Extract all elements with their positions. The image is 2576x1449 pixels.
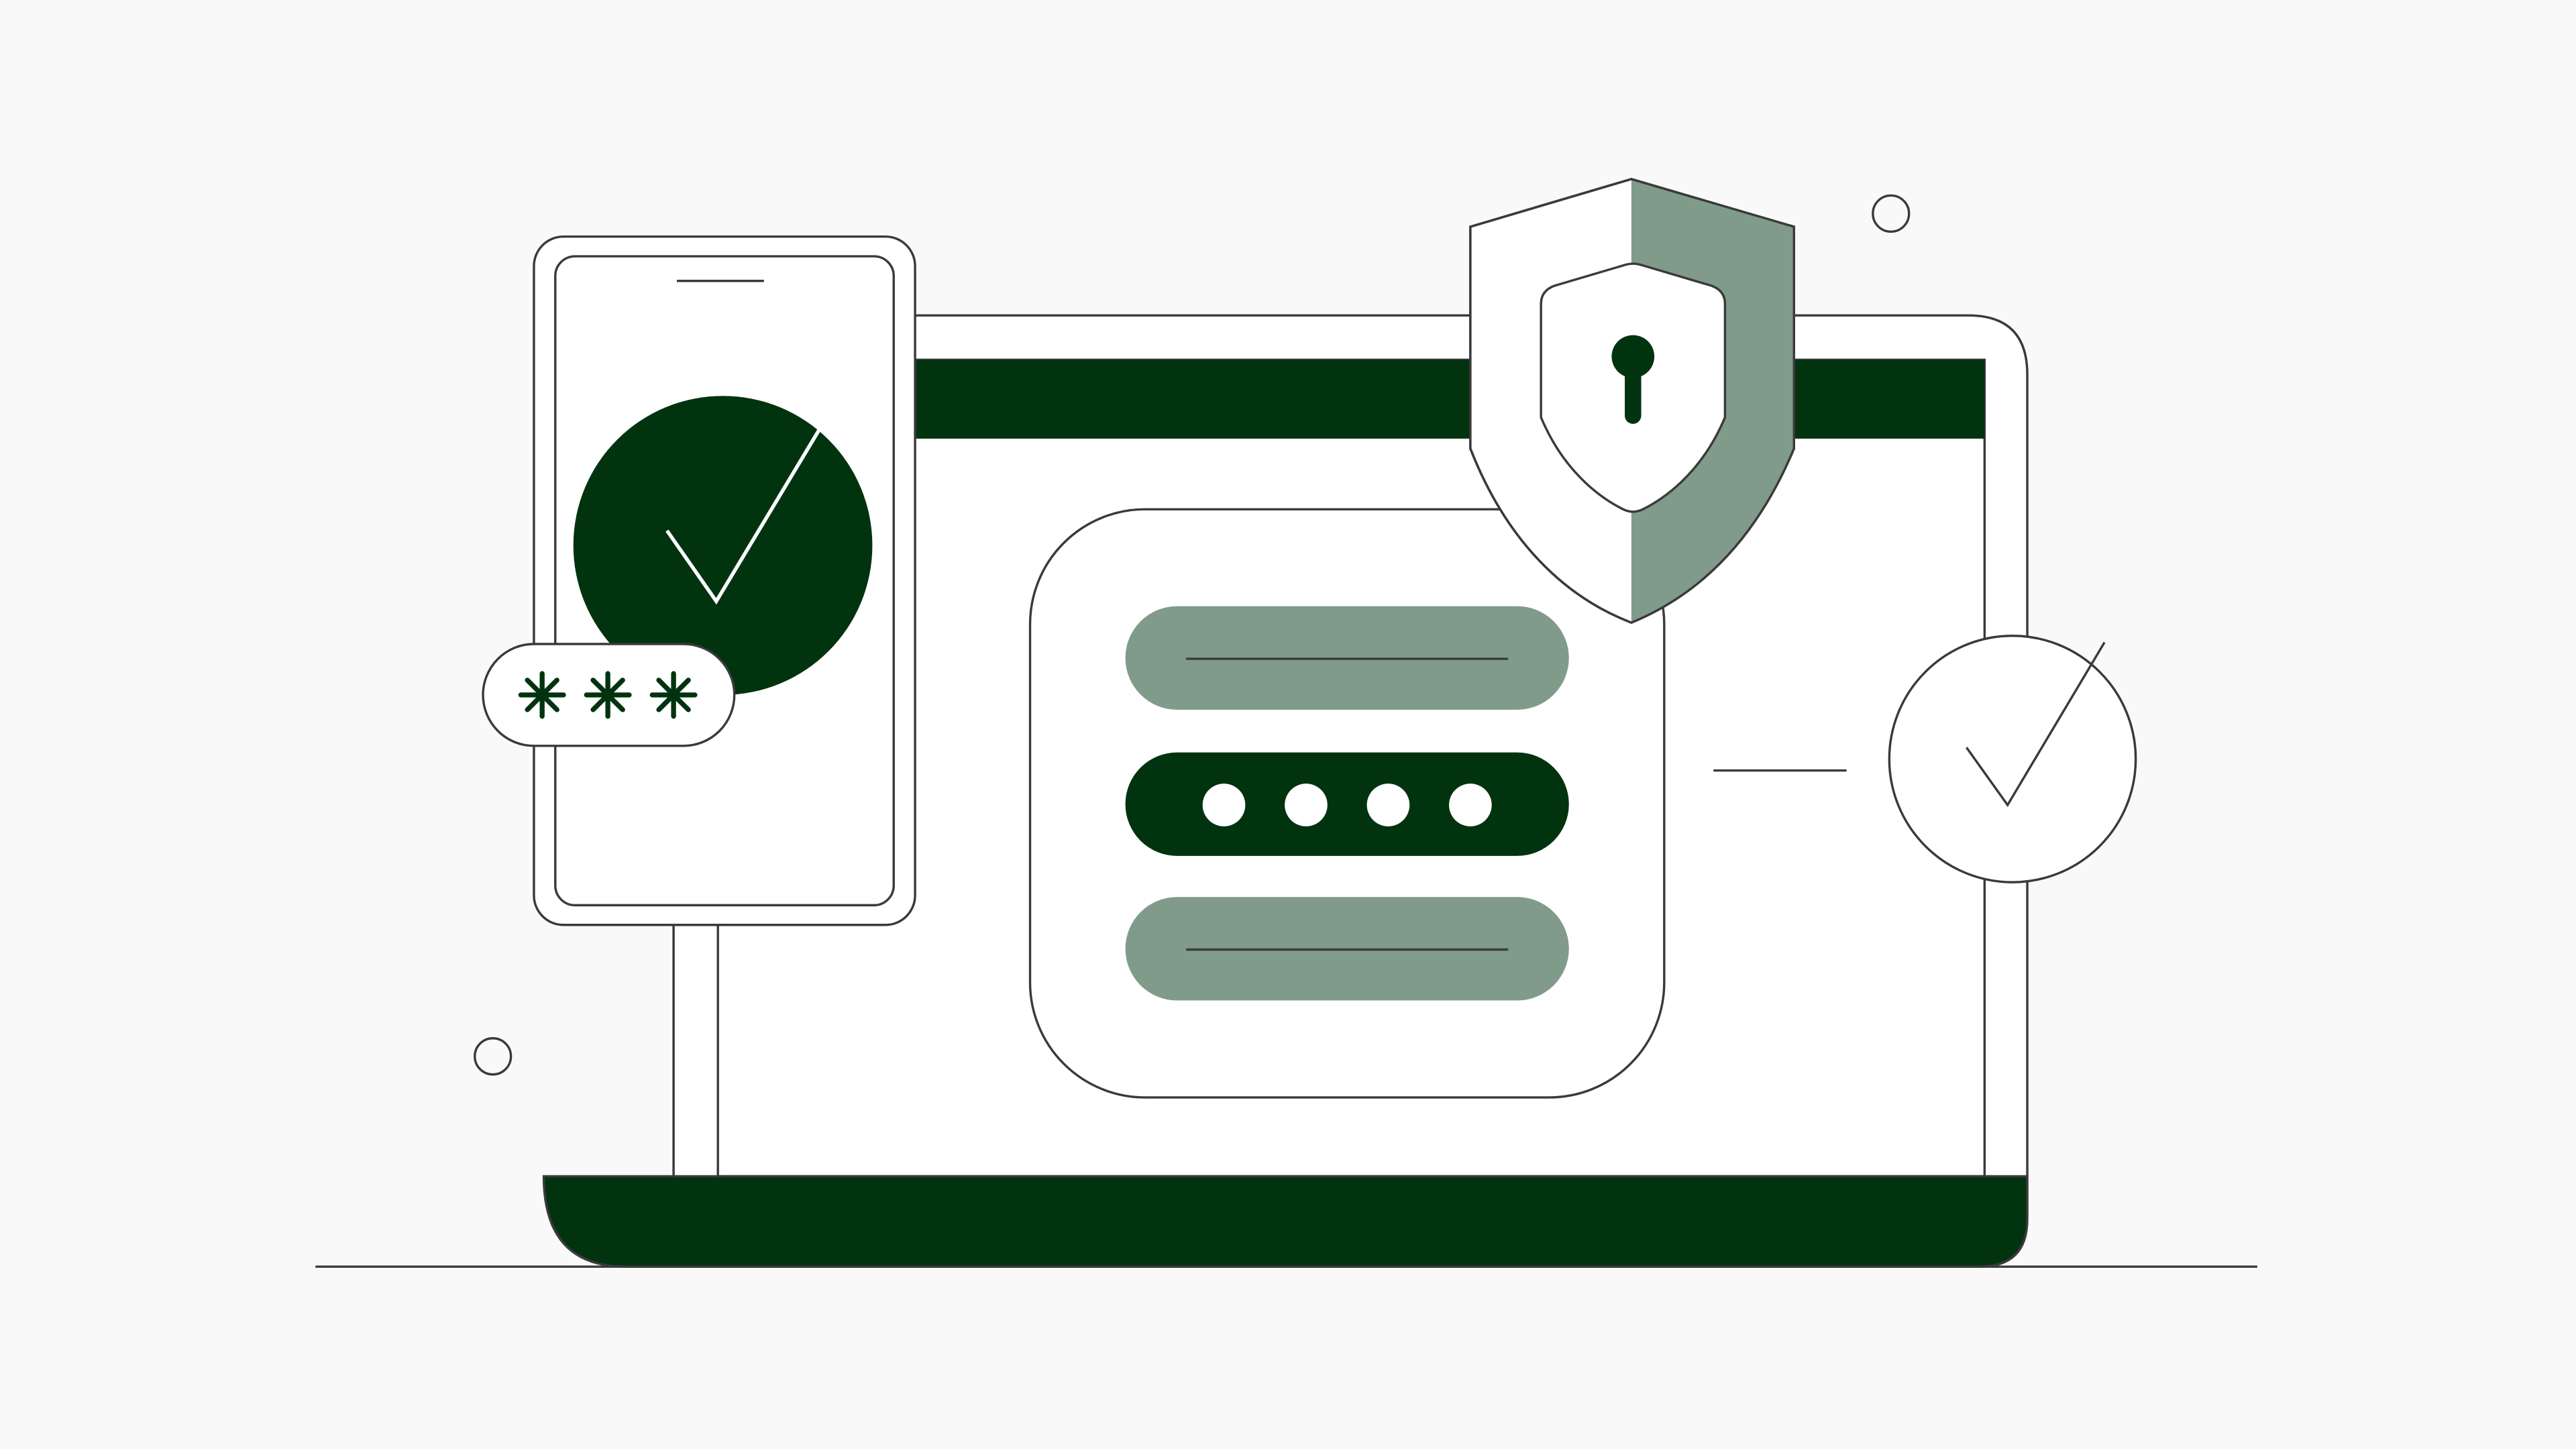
check-circle-icon (1888, 635, 2137, 883)
check-circle (1888, 635, 2137, 883)
password-dot (1285, 784, 1328, 826)
password-dot (1202, 784, 1246, 826)
password-dot (1449, 784, 1492, 826)
keyhole-icon (1611, 335, 1655, 378)
phone-icon (533, 235, 916, 926)
verified-check-icon (665, 427, 822, 605)
keyhole-stem (1625, 364, 1642, 424)
verified-circle (573, 396, 873, 695)
decor-circle (1872, 194, 1911, 233)
password-dot (1366, 784, 1410, 826)
laptop-base (542, 1175, 2029, 1268)
login-card (1028, 508, 1666, 1099)
password-field-icon (482, 643, 736, 747)
check-mark (1966, 641, 2106, 808)
password-field (1125, 752, 1569, 856)
asterisk-icon (518, 671, 566, 719)
asterisk-icons (518, 671, 698, 719)
shield-lock-icon (1469, 178, 1795, 625)
asterisk-icon (584, 671, 632, 719)
asterisk-icon (649, 671, 698, 719)
decor-circle (474, 1037, 513, 1076)
